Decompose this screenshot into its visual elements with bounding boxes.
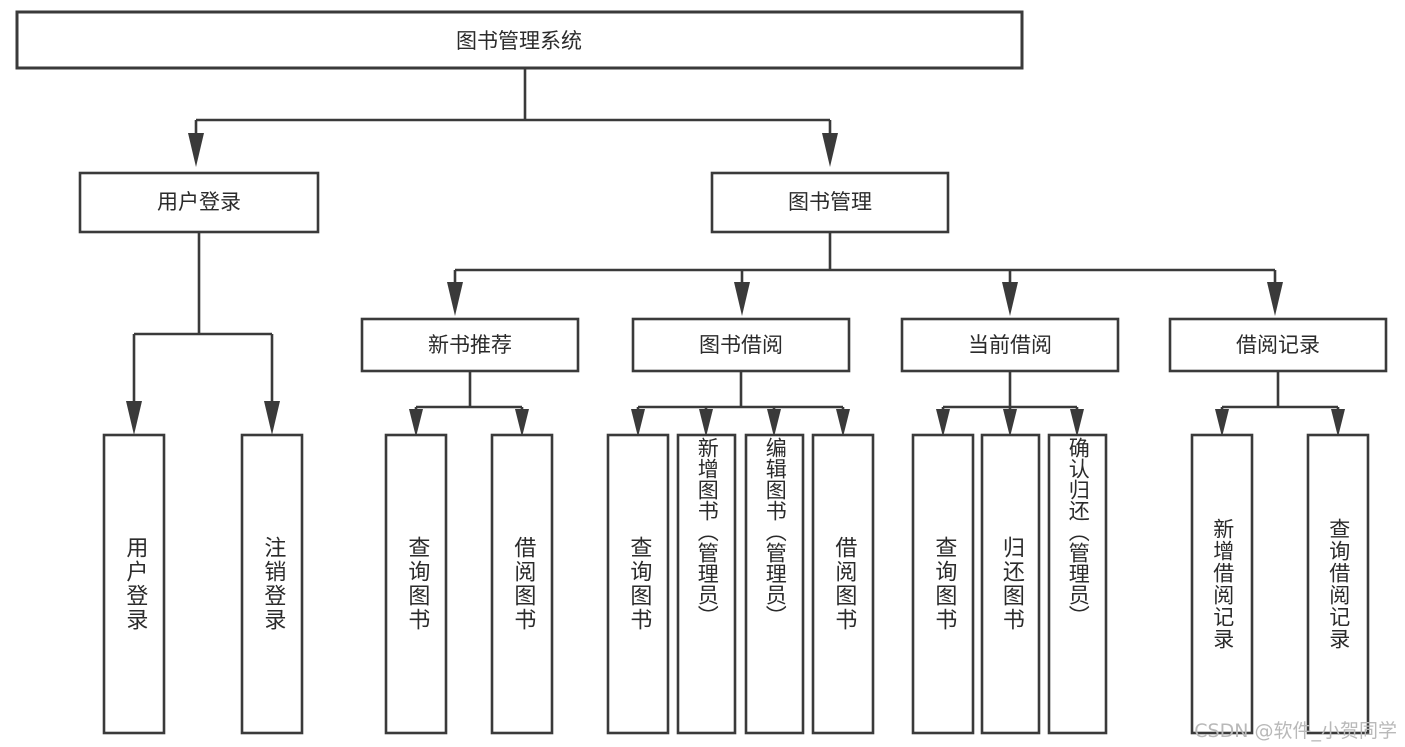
leaf-box-borrow-book[interactable] <box>811 433 875 735</box>
arrowhead-userlogin-leaf1 <box>126 401 142 435</box>
arrowhead-newbook-leaf1 <box>409 409 423 437</box>
book-borrow-label: 图书借阅 <box>699 333 783 357</box>
arrowhead-bookborrow-leaf2 <box>699 409 713 437</box>
leaf-box-edit-book-admin[interactable] <box>744 433 805 735</box>
book-management-box[interactable] <box>710 171 950 234</box>
new-book-recommend-label: 新书推荐 <box>428 333 512 357</box>
leaf-box-add-borrow-record[interactable] <box>1190 433 1254 735</box>
arrowhead-bookmgmt-borrow <box>734 282 750 316</box>
arrowhead-bookmgmt-newbook <box>447 282 463 316</box>
arrowhead-borrowrecord-leaf2 <box>1331 409 1345 437</box>
current-borrow-label: 当前借阅 <box>968 333 1052 357</box>
arrowhead-currentborrow-leaf3 <box>1070 409 1084 437</box>
leaf-box-logout-login[interactable] <box>240 433 304 735</box>
arrowhead-bookmgmt-current <box>1002 282 1018 316</box>
node-book-borrow[interactable]: 图书借阅 <box>631 317 851 373</box>
borrow-record-label: 借阅记录 <box>1236 333 1320 357</box>
arrowhead-currentborrow-leaf1 <box>936 409 950 437</box>
leaf-box-newbook-query-books[interactable] <box>384 433 448 735</box>
arrowhead-root-to-bookmgmt <box>822 133 838 167</box>
user-login-label: 用户登录 <box>157 190 241 214</box>
arrowhead-bookborrow-leaf3 <box>767 409 781 437</box>
node-new-book-recommend[interactable]: 新书推荐 <box>360 317 580 373</box>
root-box[interactable] <box>15 10 1024 70</box>
current-borrow-box[interactable] <box>900 317 1120 373</box>
arrowhead-bookborrow-leaf4 <box>836 409 850 437</box>
leaf-box-current-query-books[interactable] <box>911 433 975 735</box>
arrowhead-bookmgmt-record <box>1267 282 1283 316</box>
arrowhead-borrowrecord-leaf1 <box>1215 409 1229 437</box>
leaf-box-return-book[interactable] <box>980 433 1041 735</box>
leaf-box-add-book-admin[interactable] <box>676 433 737 735</box>
leaf-box-confirm-return-admin[interactable] <box>1047 433 1108 735</box>
arrowhead-bookborrow-leaf1 <box>631 409 645 437</box>
node-current-borrow[interactable]: 当前借阅 <box>900 317 1120 373</box>
new-book-recommend-box[interactable] <box>360 317 580 373</box>
node-book-management[interactable]: 图书管理 <box>710 171 950 234</box>
node-borrow-record[interactable]: 借阅记录 <box>1168 317 1388 373</box>
leaf-box-newbook-borrow-books[interactable] <box>490 433 554 735</box>
arrowhead-currentborrow-leaf2 <box>1003 409 1017 437</box>
arrowhead-newbook-leaf2 <box>515 409 529 437</box>
node-user-login[interactable]: 用户登录 <box>78 171 320 234</box>
leaf-box-borrow-query-books[interactable] <box>606 433 670 735</box>
leaf-box-query-borrow-record[interactable] <box>1306 433 1370 735</box>
leaf-box-user-login[interactable] <box>102 433 166 735</box>
book-borrow-box[interactable] <box>631 317 851 373</box>
node-root[interactable]: 图书管理系统 <box>15 10 1024 70</box>
arrowhead-userlogin-leaf2 <box>264 401 280 435</box>
borrow-record-box[interactable] <box>1168 317 1388 373</box>
root-label: 图书管理系统 <box>456 29 582 53</box>
book-management-label: 图书管理 <box>788 190 872 214</box>
arrowhead-root-to-userlogin <box>188 133 204 167</box>
